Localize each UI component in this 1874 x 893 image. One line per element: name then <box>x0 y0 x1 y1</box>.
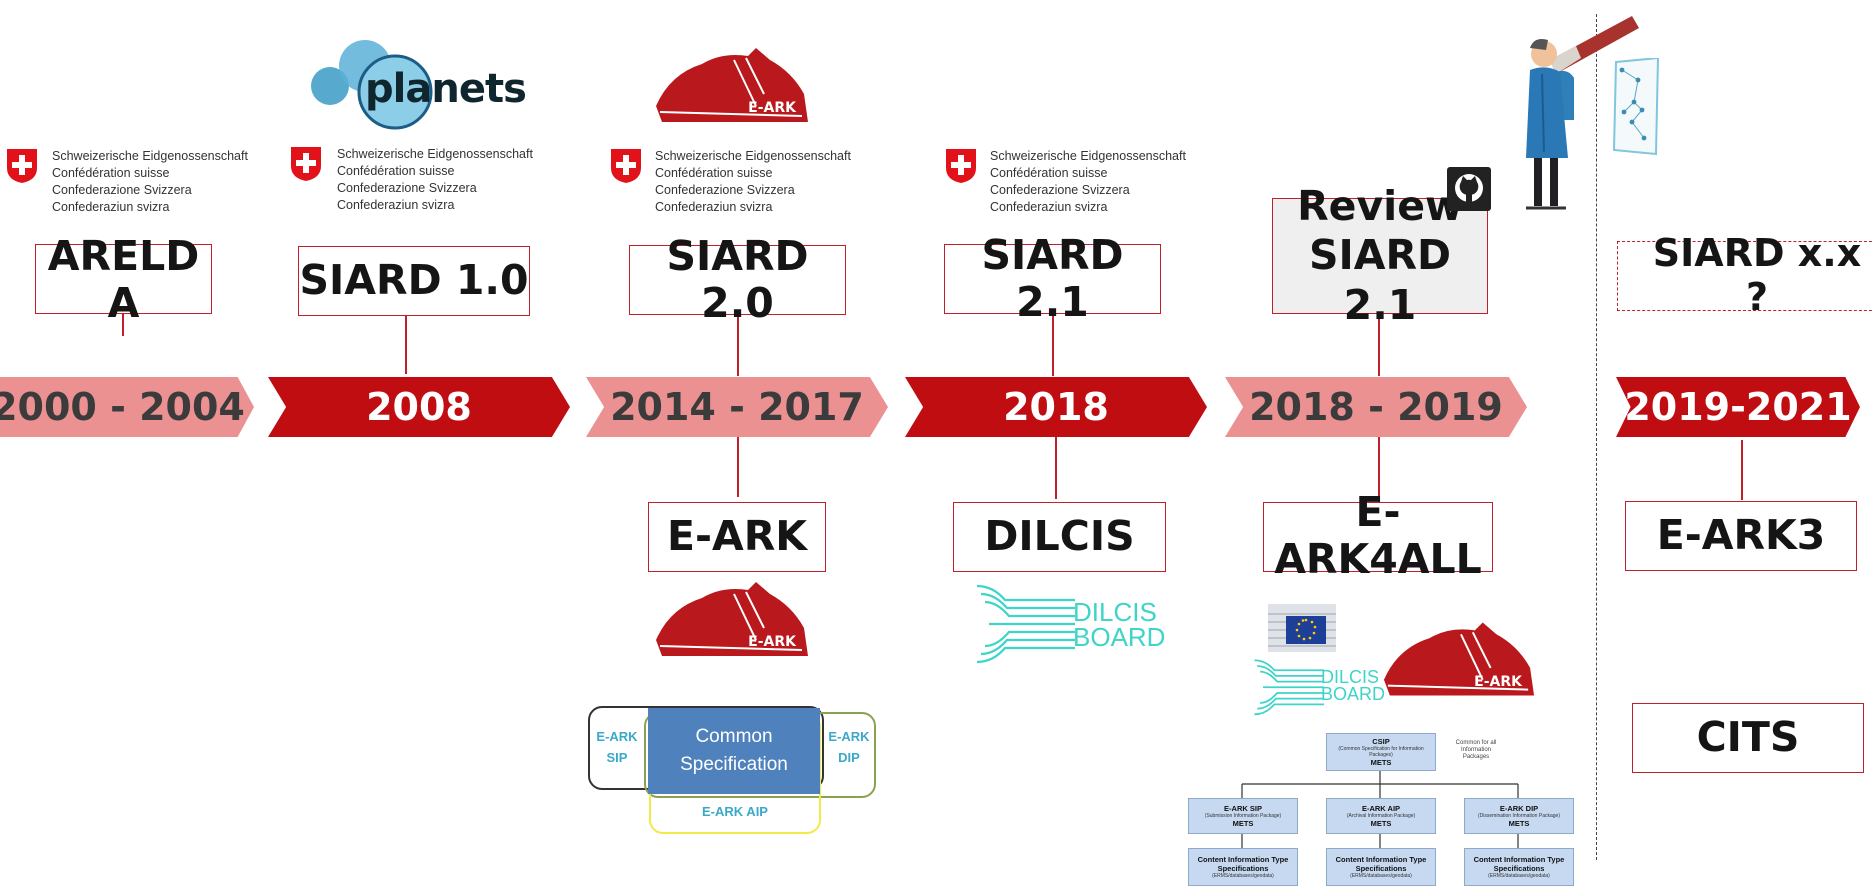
connector-line <box>1378 314 1380 376</box>
e-ark-aip-label: E-ARK AIP <box>702 804 768 819</box>
e-ark-dip-label: E-ARK DIP <box>828 729 870 765</box>
dilcis-word: DILCIS <box>1321 667 1380 687</box>
label-e-ark4all: E- ARK4ALL <box>1263 488 1493 583</box>
connector-line <box>737 314 739 376</box>
telescope-man-icon <box>1516 12 1646 217</box>
e-ark-sip-box: E-ARK SIP (Submission Information Packag… <box>1188 798 1298 834</box>
dilcis-board-logo: DILCIS BOARD <box>1252 656 1386 720</box>
swiss-flag-icon <box>611 149 641 183</box>
now-divider-dashed-line <box>1596 14 1597 860</box>
e-ark-logo: E-ARK <box>652 578 812 660</box>
csip-box: CSIP (Common Specification for Informati… <box>1326 733 1436 771</box>
e-ark-logo-text: E-ARK <box>748 100 796 116</box>
label-siard-x-x: SIARD x.x ? <box>1617 231 1874 319</box>
period-2008: 2008 <box>268 377 570 437</box>
e-ark-logo-text: E-ARK <box>1474 674 1522 690</box>
connector-line <box>1052 314 1054 376</box>
connector-line <box>737 437 739 497</box>
eu-commission-building-image <box>1268 604 1336 652</box>
label-arelda: ARELD A <box>35 232 212 327</box>
csip-note: Common for all Information Packages <box>1455 740 1497 760</box>
connector-line <box>405 316 407 374</box>
connector-line <box>1055 437 1057 499</box>
common-specification-diagram: Common Specification E-ARK SIP E-ARK DIP… <box>586 700 880 836</box>
label-review-siard-2-1: Review SIARD 2.1 <box>1272 182 1488 329</box>
label-dilcis: DILCIS <box>953 502 1166 572</box>
board-word: BOARD <box>1073 622 1166 652</box>
e-ark-logo: E-ARK <box>1380 618 1538 700</box>
e-ark-logo: E-ARK <box>652 44 812 126</box>
label-e-ark: E-ARK <box>648 502 826 572</box>
swiss-flag-icon <box>291 147 321 181</box>
period-2018-2019: 2018 - 2019 <box>1225 377 1527 437</box>
swiss-flag-icon <box>7 149 37 183</box>
dilcis-board-logo: DILCIS BOARD <box>975 580 1165 670</box>
e-ark-dip-box: E-ARK DIP (Dissemination Information Pac… <box>1464 798 1574 834</box>
label-siard-2-0: SIARD 2.0 <box>629 232 846 327</box>
e-ark-logo-text: E-ARK <box>748 634 796 650</box>
period-2019-2021: 2019-2021 <box>1616 377 1860 437</box>
board-word: BOARD <box>1321 684 1386 704</box>
period-2014-2017: 2014 - 2017 <box>586 377 888 437</box>
content-information-type-box: Content Information Type Specifications … <box>1464 848 1574 886</box>
connector-line <box>1378 437 1380 502</box>
connector-line <box>122 314 124 336</box>
label-cits: CITS <box>1632 703 1864 773</box>
label-e-ark3: E-ARK3 <box>1625 501 1857 571</box>
swiss-flag-icon <box>946 149 976 183</box>
label-siard-1-0: SIARD 1.0 <box>298 246 530 316</box>
period-2018: 2018 <box>905 377 1207 437</box>
e-ark-aip-box: E-ARK AIP (Archival Information Package)… <box>1326 798 1436 834</box>
planets-logo: planets <box>305 36 527 131</box>
github-icon[interactable] <box>1447 167 1491 211</box>
content-information-type-box: Content Information Type Specifications … <box>1326 848 1436 886</box>
dilcis-word: DILCIS <box>1073 597 1157 627</box>
csip-structure-diagram: CSIP (Common Specification for Informati… <box>1186 730 1576 890</box>
label-siard-2-1: SIARD 2.1 <box>944 231 1161 326</box>
constellation-card-icon <box>1612 56 1662 158</box>
period-2000-2004: 2000 - 2004 <box>0 377 254 437</box>
connector-line <box>1741 440 1743 500</box>
planets-wordmark: planets <box>365 66 527 112</box>
content-information-type-box: Content Information Type Specifications … <box>1188 848 1298 886</box>
e-ark-sip-label: E-ARK SIP <box>596 729 638 765</box>
common-specification-box: Common Specification <box>648 708 820 794</box>
